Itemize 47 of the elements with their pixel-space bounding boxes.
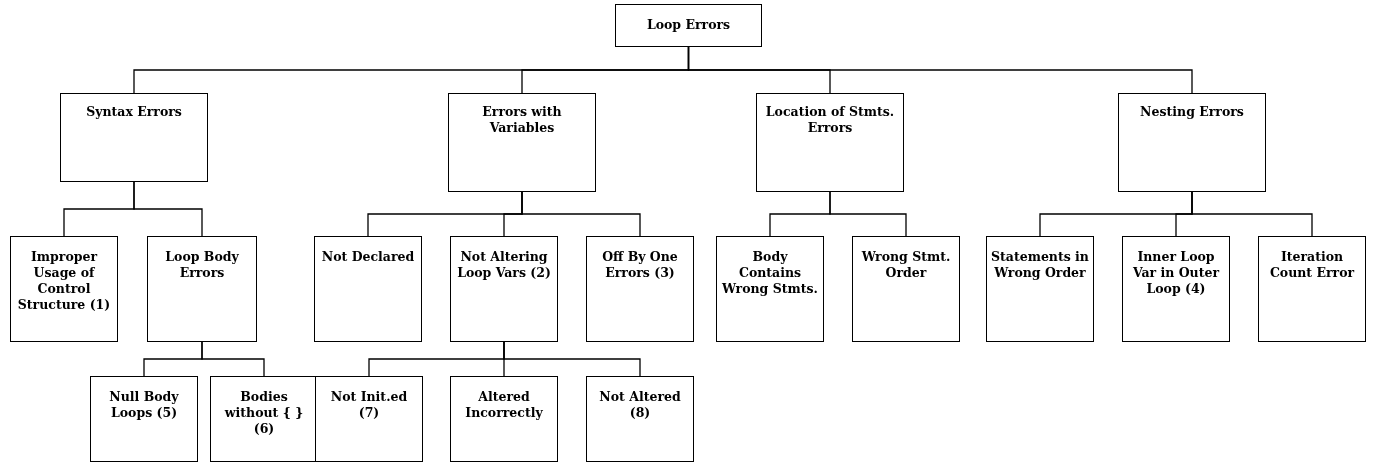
category-box: [852, 236, 960, 342]
category-label: Iteration Count Error: [1268, 249, 1356, 281]
category-label: Improper Usage of Control Structure (1): [16, 249, 112, 313]
category-box: [448, 93, 596, 192]
category-label: Inner Loop Var in Outer Loop (4): [1131, 249, 1221, 297]
category-label: Loop Body Errors: [164, 249, 240, 281]
connector-line: [1191, 191, 1313, 237]
category-box: [90, 376, 198, 462]
category-label: Statements in Wrong Order: [990, 249, 1090, 281]
category-box: [60, 93, 208, 182]
category-label: Loop Errors: [646, 17, 731, 33]
category-label: Nesting Errors: [1140, 104, 1244, 120]
category-box: [450, 236, 558, 342]
category-box: [716, 236, 824, 342]
category-label: Syntax Errors: [86, 104, 182, 120]
category-label: Altered Incorrectly: [464, 389, 544, 421]
category-box: [314, 236, 422, 342]
category-label: Bodies without { } (6): [223, 389, 305, 437]
category-label: Wrong Stmt. Order: [860, 249, 952, 281]
category-box: [586, 236, 694, 342]
category-box: [1122, 236, 1230, 342]
category-box: [450, 376, 558, 462]
category-box: [756, 93, 904, 192]
connector-line: [521, 191, 641, 237]
category-label: Null Body Loops (5): [108, 389, 180, 421]
connector-line: [201, 341, 265, 377]
category-label: Not Altering Loop Vars (2): [456, 249, 552, 281]
connector-line: [687, 46, 1193, 94]
category-label: Not Altered (8): [598, 389, 682, 421]
category-box: [10, 236, 118, 342]
category-box: [1258, 236, 1366, 342]
category-label: Body Contains Wrong Stmts.: [721, 249, 819, 297]
category-box: [315, 376, 423, 462]
category-label: Off By One Errors (3): [601, 249, 679, 281]
category-box: [615, 4, 762, 47]
category-label: Not Init.ed (7): [329, 389, 409, 421]
category-label: Location of Stmts. Errors: [764, 104, 896, 136]
category-box: [210, 376, 318, 462]
connector-line: [133, 181, 203, 237]
connector-line: [503, 341, 641, 377]
category-label: Not Declared: [321, 249, 415, 265]
category-box: [147, 236, 257, 342]
category-box: [1118, 93, 1266, 192]
category-box: [586, 376, 694, 462]
category-box: [986, 236, 1094, 342]
category-label: Errors with Variables: [481, 104, 563, 136]
connector-line: [829, 191, 907, 237]
